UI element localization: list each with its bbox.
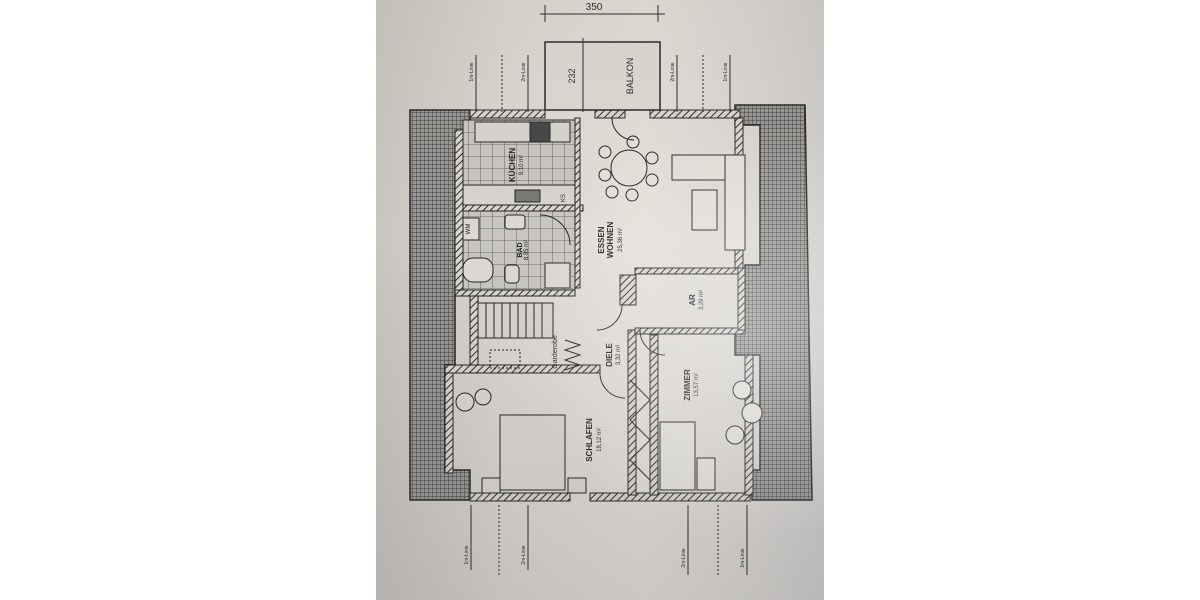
diele-shaft [629,379,651,481]
kitchen-counters [462,121,576,206]
bath-fixtures [462,214,571,289]
height-line-bottom-3: 2m-Linie [681,548,687,567]
dim-balcony-width: 350 [586,2,603,13]
room-label-diele: DIELE [605,343,614,367]
room-area-bad: 8,85 m² [524,240,530,260]
dining-table [598,117,659,202]
room-label-ar: AR [688,294,697,306]
room-area-essen-wohnen: 25,36 m² [618,228,624,252]
room-area-diele: 3,32 m² [616,345,622,365]
dim-balcony-depth: 232 [567,68,577,83]
room-label-kueche: KÜCHEN [508,148,517,182]
room-label-bad: BAD [517,242,524,257]
sofa [671,154,746,251]
room-label-balkon: BALKON [625,58,635,95]
height-line-top-2: 2m-Linie [521,62,527,81]
height-line-top-1: 1m-Linie [469,62,475,81]
fixture-ks: KS [561,194,567,202]
room-label-wohnen: WOHNEN [606,222,615,259]
room-label-zimmer: ZIMMER [683,369,692,401]
bedroom-furniture [455,388,587,494]
zimmer-furniture [659,380,763,491]
staircase [477,302,554,369]
height-line-bottom-2: 2m-Linie [521,545,527,564]
height-line-bottom-4: 1m-Linie [740,548,746,567]
room-label-essen: ESSEN [597,226,606,253]
height-line-top-3: 2m-Linie [670,62,676,81]
room-area-ar: 3,29 m² [699,290,705,310]
height-line-top-4: 1m-Linie [723,62,729,81]
doors [539,214,666,399]
room-area-zimmer: 13,57 m² [694,373,700,397]
room-label-schlafen: SCHLAFEN [585,418,594,462]
room-area-schlafen: 18,12 m² [597,428,603,452]
room-label-garderobe: Garderobe [552,335,559,369]
fixture-wm: WM [466,224,472,235]
height-line-bottom-1: 1m-Linie [464,545,470,564]
garderobe-rail [563,339,582,371]
balcony [540,5,665,112]
height-lines [470,55,748,575]
room-area-kueche: 9,10 m² [519,155,525,175]
